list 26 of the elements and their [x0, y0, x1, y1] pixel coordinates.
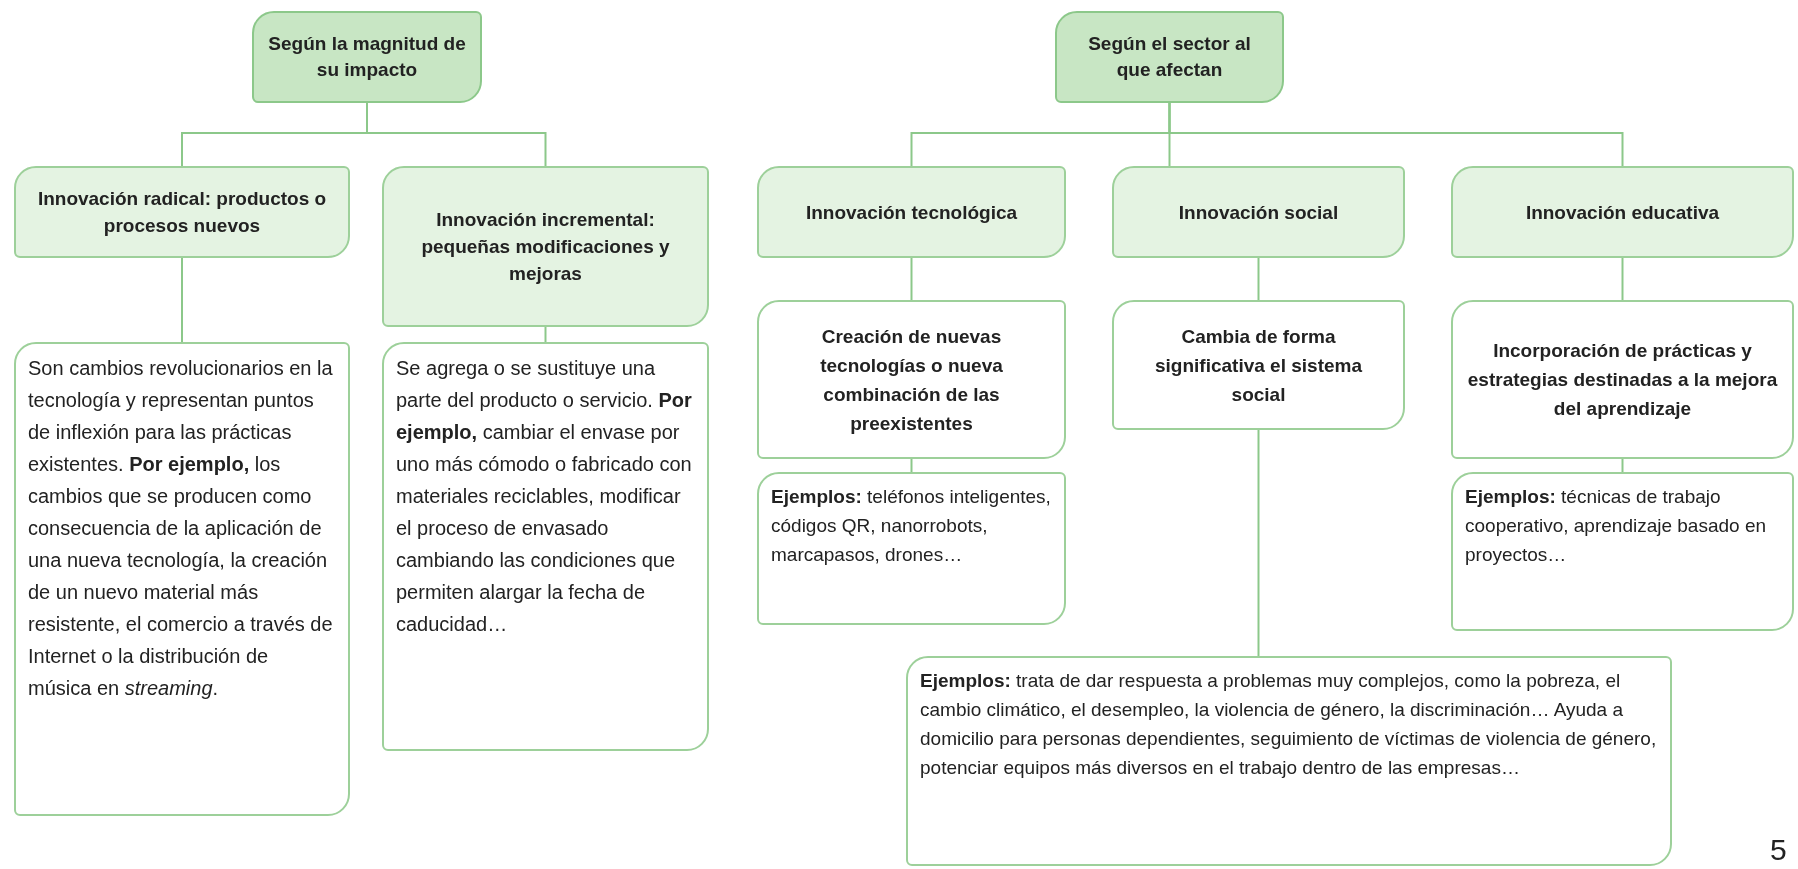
type-box: Innovación radical: productos o procesos nuevos: [14, 166, 350, 258]
type-box: Innovación social: [1112, 166, 1405, 258]
connector-line: [1257, 257, 1260, 301]
connector-line: [910, 257, 913, 301]
connector-line: [910, 458, 913, 473]
connector-line: [544, 326, 547, 343]
connector-line: [1621, 257, 1624, 301]
description-box: Creación de nuevas tecnologías o nueva combinación de las preexistentes: [757, 300, 1066, 459]
examples-box: Ejemplos: trata de dar respuesta a problemas muy complejos, como la pobreza, el cambio climático, el desempleo, la violencia de género, la discriminación… Ayuda a domicilio para personas dependientes, seguimiento de víctimas de violencia de género, potenciar equipos más diversos en el trabajo dentro de las empresas…: [906, 656, 1672, 866]
description-box: Incorporación de prácticas y estrategias destinadas a la mejora del aprendizaje: [1451, 300, 1794, 459]
description-box: Se agrega o se sustituye una parte del producto o servicio. Por ejemplo, cambiar el envase por uno más cómodo o fabricado con materiales reciclables, modificar el proceso de envasado cambiando las condiciones que permiten alargar la fecha de caducidad…: [382, 342, 709, 751]
connector-line: [1621, 458, 1624, 473]
connector-line: [1168, 102, 1624, 167]
connector-line: [1257, 429, 1260, 657]
type-box: Innovación educativa: [1451, 166, 1794, 258]
examples-box: Ejemplos: teléfonos inteligentes, códigos QR, nanorrobots, marcapasos, drones…: [757, 472, 1066, 625]
connector-line: [366, 102, 547, 167]
connector-line: [181, 257, 183, 343]
type-box: Innovación tecnológica: [757, 166, 1066, 258]
description-box: Son cambios revolucionarios en la tecnología y representan puntos de inflexión para las prácticas existentes. Por ejemplo, los cambios que se producen como consecuencia de la aplicación de una nueva tecnología, la creación de un nuevo material más resistente, el comercio a través de Internet o la distribución de música en streaming.: [14, 342, 350, 816]
description-box: Cambia de forma significativa el sistema social: [1112, 300, 1405, 430]
page-number: 5: [1770, 834, 1787, 866]
examples-box: Ejemplos: técnicas de trabajo cooperativo, aprendizaje basado en proyectos…: [1451, 472, 1794, 631]
category-box: Según el sector al que afectan: [1055, 11, 1284, 103]
category-box: Según la magnitud de su impacto: [252, 11, 482, 103]
type-box: Innovación incremental: pequeñas modificaciones y mejoras: [382, 166, 709, 327]
